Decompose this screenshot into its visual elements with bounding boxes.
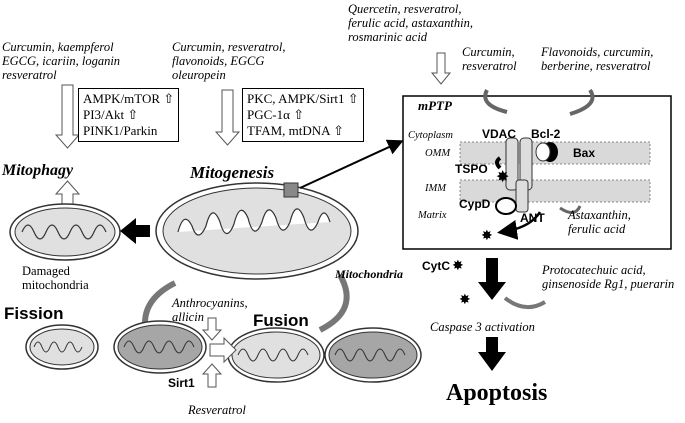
tspo-label: TSPO [455, 162, 488, 176]
vdac-label: VDAC [482, 127, 517, 141]
compound-line: Protocatechuic acid, [542, 263, 646, 277]
compound-line: Curcumin, kaempferol [2, 40, 114, 54]
fission-mito-1 [25, 324, 99, 370]
cytc-label: CytC [422, 259, 451, 273]
up-arrow-icon: ⇧ [293, 106, 305, 122]
star-2: ✸ [481, 229, 493, 244]
fusion-label: Fusion [253, 311, 309, 330]
arrow-to-damaged [120, 218, 150, 244]
arrow-pore-out [497, 211, 542, 240]
hollow-arrow-sirt1 [201, 363, 223, 388]
pathway-line: TFAM, mtDNA [247, 122, 330, 138]
apoptosis-compounds: Protocatechuic acid, ginsenoside Rg1, pu… [542, 263, 674, 291]
pathway-line: AMPK/mTOR [83, 91, 161, 106]
fission-label: Fission [4, 304, 64, 323]
ant-shape [515, 179, 529, 213]
big-mitochondrion [155, 182, 359, 280]
mitogenesis-compounds: Curcumin, resveratrol, flavonoids, EGCG … [172, 40, 286, 82]
pathway-line: PI3/Akt [83, 106, 125, 122]
bcl2-shape [535, 142, 551, 162]
star-1: ✸ [496, 169, 509, 186]
compound-line: oleuropein [172, 68, 226, 82]
mitophagy-label: Mitophagy [2, 162, 74, 179]
mptp-title: mPTP [418, 98, 452, 113]
compound-line: Curcumin, resveratrol, [172, 40, 286, 54]
ant-label: ANT [520, 211, 545, 225]
compound-line: Curcumin, [462, 45, 515, 59]
hollow-arrow-mitophagy [54, 84, 81, 149]
up-arrow-icon: ⇧ [333, 122, 344, 138]
up-arrow-icon: ⇧ [163, 91, 175, 106]
mitogenesis-label: Mitogenesis [190, 163, 275, 182]
hollow-arrow-mptp-top [430, 52, 452, 85]
mptp-left-compounds: Curcumin, resveratrol [462, 45, 517, 73]
inhibitor-curve-top-right [569, 88, 595, 116]
bcl2-label: Bcl-2 [531, 127, 561, 141]
label-line: Damaged [22, 264, 70, 278]
vdac-shape [505, 137, 519, 191]
star-3: ✸ [459, 293, 471, 308]
arrow-to-mptp [299, 139, 404, 189]
matrix-label: Matrix [418, 210, 447, 221]
compound-line: flavonoids, EGCG [172, 54, 265, 68]
hollow-arrow-right-mid [209, 336, 237, 364]
inhibitor-curve-apop [503, 296, 547, 310]
caspase-label: Caspase 3 activation [430, 320, 535, 334]
star-cytc: ✸ [452, 259, 464, 274]
cypd-shape [495, 197, 517, 215]
mitophagy-pathway-box: AMPK/mTOR ⇧ PI3/Akt ⇧ PINK1/Parkin [78, 88, 180, 142]
hollow-arrow-anthro [201, 317, 223, 341]
compound-line: Flavonoids, curcumin, [541, 45, 654, 59]
up-arrow-icon: ⇧ [347, 91, 359, 106]
inhibitor-curve-top-left [483, 89, 508, 114]
pathway-line: PKC, AMPK/Sirt1 [247, 91, 345, 106]
mitophagy-compounds: Curcumin, kaempferol EGCG, icariin, loga… [2, 40, 120, 82]
arrow-cytc-down [478, 258, 506, 300]
imm-label: IMM [425, 183, 446, 194]
label-line: Anthrocyanins, [172, 296, 248, 310]
curve-arrow-fusion [318, 273, 350, 333]
compound-line: ferulic acid, astaxanthin, [348, 16, 473, 30]
compound-line: Astaxanthin, [568, 208, 631, 222]
damaged-mitochondrion [9, 203, 121, 261]
damaged-label: Damaged mitochondria [22, 264, 89, 292]
tspo-shape [495, 156, 502, 170]
label-line: mitochondria [22, 278, 89, 292]
mptp-box [402, 95, 672, 250]
compound-line: EGCG, icariin, loganin [2, 54, 121, 68]
pathway-line: PINK1/Parkin [83, 122, 158, 138]
hollow-arrow-mitogenesis [214, 89, 241, 146]
compound-line: ginsenoside Rg1, puerarin [542, 277, 675, 291]
curve-arrow-fission [142, 280, 177, 324]
mptp-top-compounds: Quercetin, resveratrol, ferulic acid, as… [348, 2, 473, 44]
arrow-caspase-down [478, 337, 506, 371]
compound-line: resveratrol [462, 59, 517, 73]
mitochondria-label: Mitochondria [335, 267, 404, 281]
mptp-inhibitor-compounds: Astaxanthin, ferulic acid [568, 208, 631, 236]
pathway-line: PGC-1α [247, 106, 290, 122]
fusion-mito [227, 327, 422, 383]
fission-mito-2 [113, 320, 207, 374]
mptp-right-compounds: Flavonoids, curcumin, berberine, resvera… [541, 45, 653, 73]
sirt1-label: Sirt1 [168, 376, 195, 390]
compound-line: resveratrol [2, 68, 57, 82]
cytoplasm-label: Cytoplasm [408, 130, 453, 141]
compound-line: Quercetin, resveratrol, [348, 2, 462, 16]
label-line: allicin [172, 310, 204, 324]
compound-line: berberine, resveratrol [541, 59, 651, 73]
compound-line: ferulic acid [568, 222, 626, 236]
resveratrol-label: Resveratrol [188, 403, 246, 417]
anthrocyanins-label: Anthrocyanins, allicin [172, 296, 248, 324]
up-arrow-icon: ⇧ [127, 106, 139, 122]
compound-line: rosmarinic acid [348, 30, 428, 44]
apoptosis-title: Apoptosis [446, 380, 548, 406]
omm-label: OMM [425, 148, 451, 159]
mitogenesis-pathway-box: PKC, AMPK/Sirt1 ⇧ PGC-1α ⇧ TFAM, mtDNA ⇧ [242, 88, 364, 142]
inhibitor-curve-right [559, 205, 582, 214]
bax-label: Bax [573, 146, 596, 160]
cypd-label: CypD [459, 197, 491, 211]
